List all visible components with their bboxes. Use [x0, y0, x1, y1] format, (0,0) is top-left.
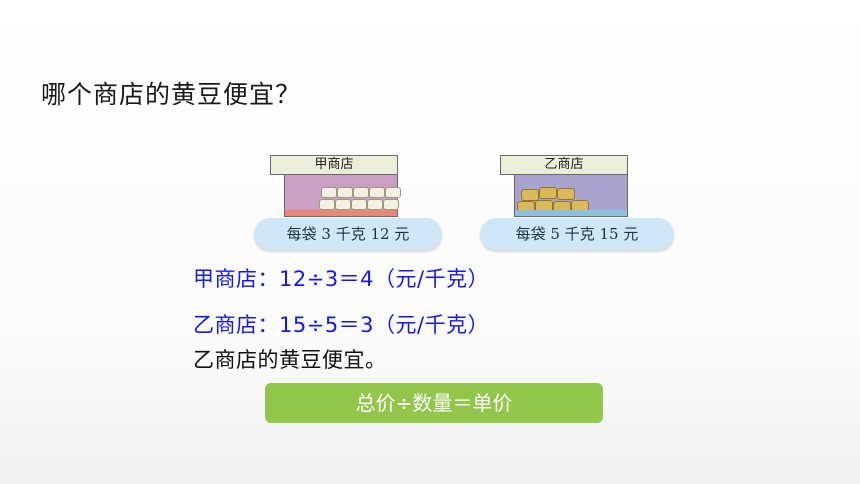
shop-b-illustration: 乙商店 每袋 5 千克 15 元: [480, 155, 674, 255]
bag: [383, 199, 399, 210]
bag: [351, 199, 367, 210]
bag: [335, 199, 351, 210]
bag: [353, 187, 369, 198]
shop-b-sign: 乙商店: [500, 155, 628, 175]
formula-box: 总价÷数量＝单价: [265, 383, 603, 423]
shop-a-storefront: [284, 175, 401, 217]
bag: [385, 187, 401, 198]
question-title: 哪个商店的黄豆便宜？: [41, 80, 302, 109]
bag: [521, 189, 539, 201]
calc-shop-b: 乙商店：15÷5＝3（元/千克）: [193, 313, 490, 337]
bag: [557, 188, 575, 200]
shop-b-counter: [515, 210, 627, 216]
shop-a-counter: [285, 210, 397, 216]
calc-shop-a: 甲商店：12÷3＝4（元/千克）: [193, 267, 490, 291]
shop-a-illustration: 甲商店 每袋 3 千克 12 元: [254, 155, 448, 255]
soybean-bags-a: [319, 183, 401, 213]
soybean-bags-b: [515, 183, 595, 213]
bag: [369, 187, 385, 198]
bag: [321, 187, 337, 198]
shop-b-price-tag: 每袋 5 千克 15 元: [480, 218, 674, 250]
conclusion-text: 乙商店的黄豆便宜。: [193, 348, 387, 372]
shop-a-sign: 甲商店: [270, 155, 398, 175]
bag: [367, 199, 383, 210]
shop-b-storefront: [514, 175, 628, 217]
bag: [539, 187, 557, 199]
bag: [319, 199, 335, 210]
bag: [337, 187, 353, 198]
shop-a-price-tag: 每袋 3 千克 12 元: [254, 218, 442, 250]
